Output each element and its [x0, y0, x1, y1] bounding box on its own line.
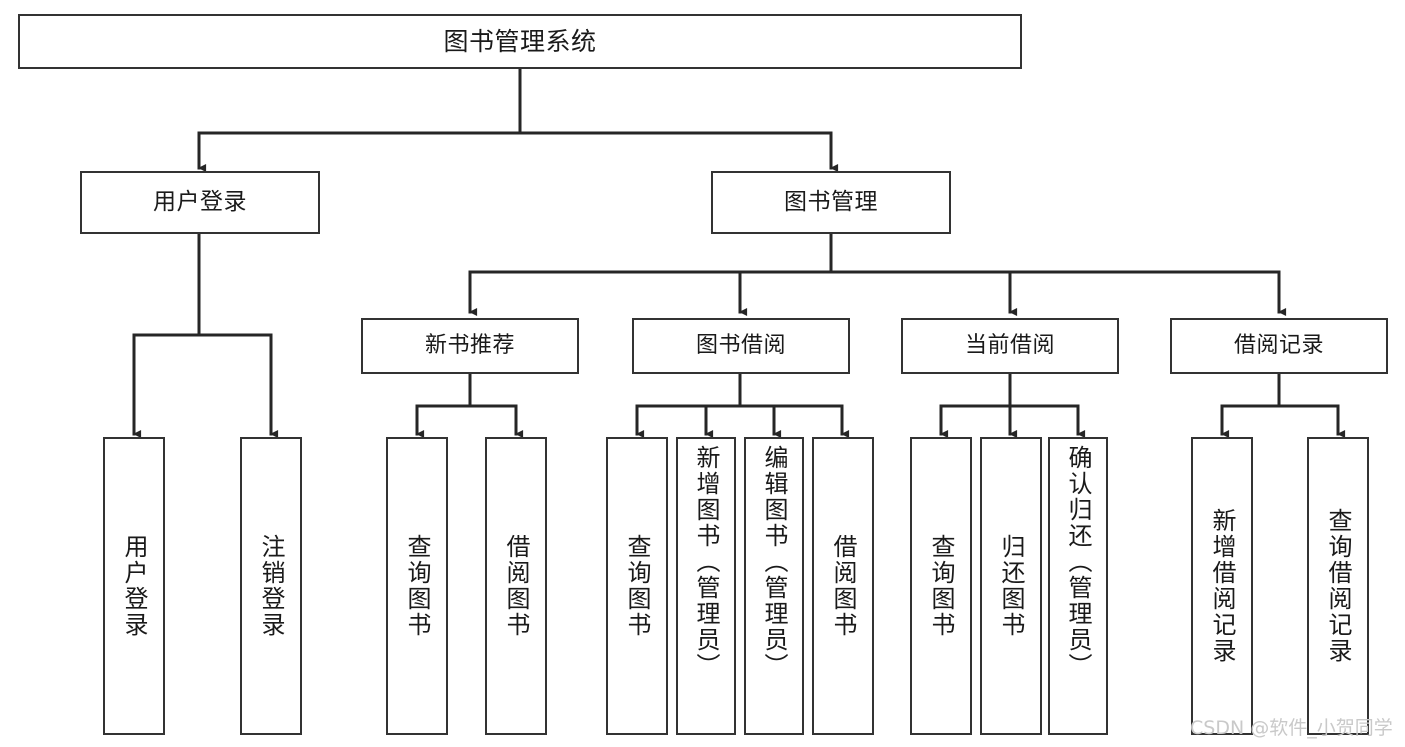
leaf-logout-login-label: 注销登录 — [257, 534, 285, 638]
leaf-return-book-label: 归还图书 — [997, 534, 1025, 638]
leaf-query-borrow-record-label: 查询借阅记录 — [1324, 508, 1352, 664]
connectors-currentborrow-leaves — [939, 372, 1086, 439]
leaf-edit-book-admin-label: 编辑图书（管理员） — [760, 445, 788, 679]
node-borrow-record[interactable]: 借阅记录 — [1170, 318, 1388, 374]
node-book-borrow-label: 图书借阅 — [695, 333, 786, 359]
leaf-query-borrow-record[interactable]: 查询借阅记录 — [1307, 437, 1369, 735]
node-new-book-recommend[interactable]: 新书推荐 — [361, 318, 579, 374]
leaf-add-book-admin[interactable]: 新增图书（管理员） — [676, 437, 736, 735]
node-borrow-record-label: 借阅记录 — [1233, 333, 1324, 359]
node-user-login-label: 用户登录 — [153, 188, 247, 215]
leaf-logout-login[interactable]: 注销登录 — [240, 437, 302, 735]
connectors-userlogin-leaves — [132, 232, 279, 439]
node-user-login[interactable]: 用户登录 — [80, 171, 320, 234]
leaf-query-book-borrow[interactable]: 查询图书 — [606, 437, 668, 735]
connectors-newbook-leaves — [415, 372, 524, 439]
connectors-root-level1 — [197, 67, 839, 173]
leaf-borrow-book-new-label: 借阅图书 — [502, 534, 530, 638]
node-root-system[interactable]: 图书管理系统 — [18, 14, 1022, 69]
csdn-watermark: CSDN @软件_小贺同学 — [1190, 717, 1393, 739]
node-current-borrow-label: 当前借阅 — [964, 333, 1055, 359]
leaf-confirm-return-admin[interactable]: 确认归还（管理员） — [1048, 437, 1108, 735]
connectors-borrowrecord-leaves — [1220, 372, 1346, 439]
leaf-add-borrow-record[interactable]: 新增借阅记录 — [1191, 437, 1253, 735]
connectors-bookborrow-leaves — [635, 372, 850, 439]
leaf-query-book-current[interactable]: 查询图书 — [910, 437, 972, 735]
leaf-add-borrow-record-label: 新增借阅记录 — [1208, 508, 1236, 664]
leaf-user-login-label: 用户登录 — [120, 534, 148, 638]
leaf-query-book-new[interactable]: 查询图书 — [386, 437, 448, 735]
leaf-borrow-book-new[interactable]: 借阅图书 — [485, 437, 547, 735]
node-root-label: 图书管理系统 — [443, 26, 597, 56]
leaf-borrow-book-borrow-label: 借阅图书 — [829, 534, 857, 638]
node-book-management[interactable]: 图书管理 — [711, 171, 951, 234]
leaf-user-login[interactable]: 用户登录 — [103, 437, 165, 735]
leaf-edit-book-admin[interactable]: 编辑图书（管理员） — [744, 437, 804, 735]
leaf-confirm-return-admin-label: 确认归还（管理员） — [1064, 445, 1092, 679]
leaf-query-book-current-label: 查询图书 — [927, 534, 955, 638]
leaf-add-book-admin-label: 新增图书（管理员） — [692, 445, 720, 679]
node-current-borrow[interactable]: 当前借阅 — [901, 318, 1119, 374]
leaf-query-book-new-label: 查询图书 — [403, 534, 431, 638]
node-book-management-label: 图书管理 — [784, 188, 878, 215]
connectors-bookmgmt-level2 — [468, 232, 1287, 317]
leaf-return-book[interactable]: 归还图书 — [980, 437, 1042, 735]
leaf-query-book-borrow-label: 查询图书 — [623, 534, 651, 638]
node-new-book-recommend-label: 新书推荐 — [424, 333, 515, 359]
node-book-borrow[interactable]: 图书借阅 — [632, 318, 850, 374]
leaf-borrow-book-borrow[interactable]: 借阅图书 — [812, 437, 874, 735]
